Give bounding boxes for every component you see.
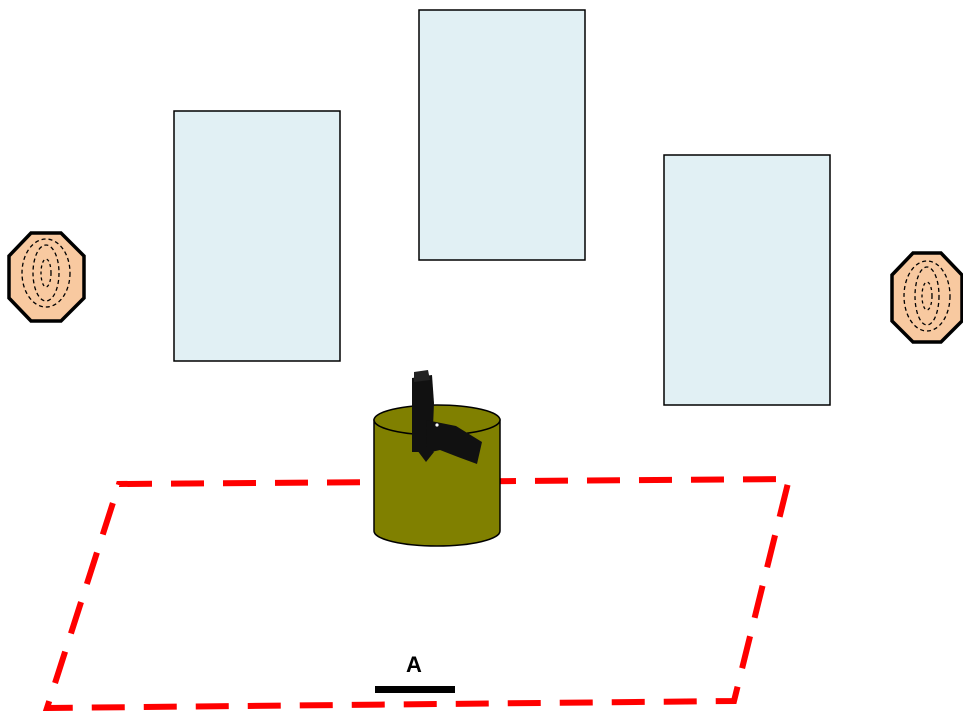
no-shoot-panel-right [663,154,831,406]
start-position-marker [375,686,455,693]
start-position-label: A [406,652,422,677]
octagon-target-icon [890,251,963,344]
no-shoot-panel-left [173,110,341,362]
shooting-area-fault-line [42,475,793,711]
no-shoot-panel-center [418,9,586,261]
octagon-target-icon [7,231,86,323]
pistol-icon [412,370,482,464]
